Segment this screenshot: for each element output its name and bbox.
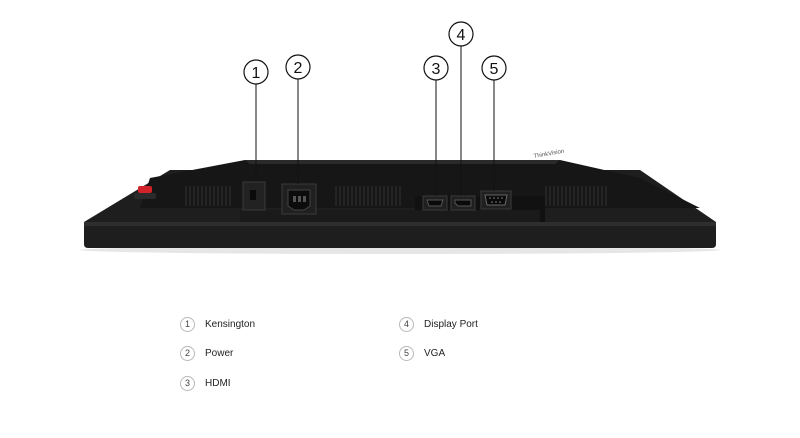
svg-text:1: 1 [252, 65, 261, 82]
rear-housing [140, 160, 700, 208]
callout-marker-4: 4 [448, 21, 474, 47]
svg-text:4: 4 [457, 27, 466, 44]
legend-number: 3 [180, 375, 195, 391]
legend-item-power: 2 Power [180, 344, 233, 362]
legend-label: Kensington [205, 318, 256, 330]
vent-grille-center [335, 186, 401, 206]
joystick-base [134, 193, 156, 199]
displayport-port-icon [450, 195, 476, 211]
callout-marker-2: 2 [285, 54, 311, 80]
legend-label: Display Port [424, 318, 478, 330]
legend-label: VGA [424, 347, 446, 359]
power-socket-icon [281, 183, 317, 215]
port-legend: 1 Kensington 2 Power 3 HDMI 4 Display Po… [0, 300, 800, 410]
svg-text:2: 2 [294, 60, 303, 77]
legend-number: 1 [180, 316, 195, 332]
callout-marker-3: 3 [423, 55, 449, 81]
legend-label: HDMI [205, 377, 231, 389]
hdmi-port-icon [422, 195, 448, 211]
brand-mark: ThinkVision [533, 149, 564, 160]
callout-marker-1: 1 [243, 59, 269, 85]
legend-item-kensington: 1 Kensington [180, 315, 255, 333]
callout-marker-5: 5 [481, 55, 507, 81]
slab-edge [84, 222, 716, 226]
vga-port-icon [480, 190, 512, 210]
vent-grille-left [185, 186, 231, 206]
legend-label: Power [205, 347, 234, 359]
svg-text:5: 5 [490, 61, 499, 78]
vent-grille-right [545, 186, 607, 206]
legend-item-display-port: 4 Display Port [399, 315, 478, 333]
joystick-accent [138, 186, 152, 193]
legend-item-vga: 5 VGA [399, 344, 445, 362]
callout-lines [255, 46, 495, 196]
monitor-rear-illustration: ThinkVision 1 2 3 4 5 [80, 21, 720, 254]
legend-number: 5 [399, 345, 414, 361]
legend-number: 4 [399, 316, 414, 332]
svg-text:3: 3 [432, 61, 441, 78]
housing-top-edge [245, 160, 560, 164]
kensington-lock-icon [242, 181, 266, 211]
legend-item-hdmi: 3 HDMI [180, 374, 231, 392]
legend-number: 2 [180, 345, 195, 361]
